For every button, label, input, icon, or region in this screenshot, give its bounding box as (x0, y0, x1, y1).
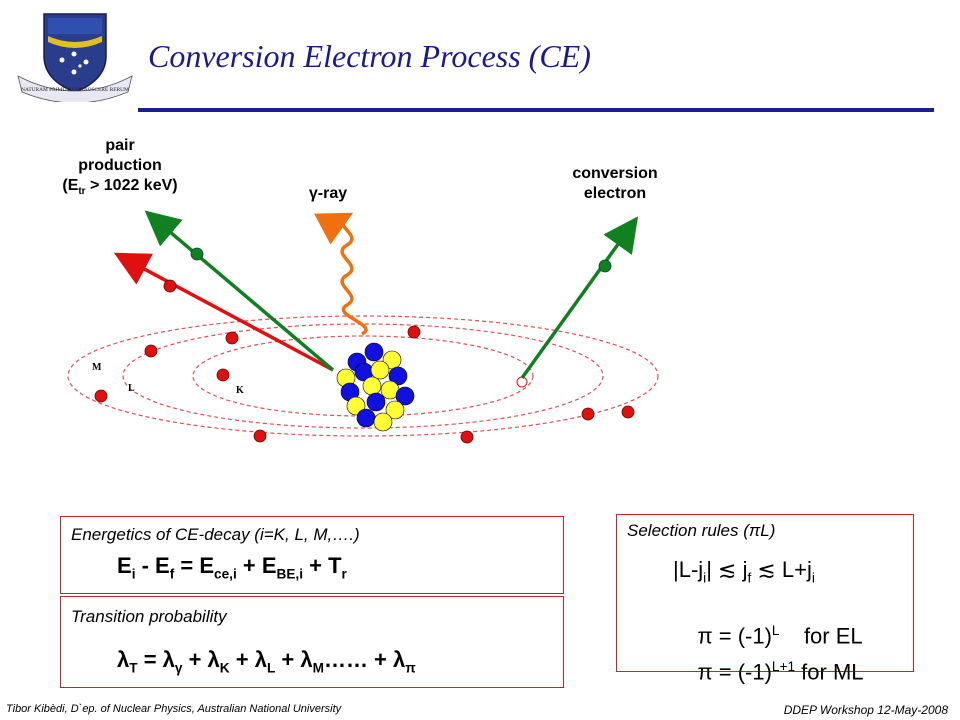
logo-motto: NATURAM PRIMUM COGNOSCERE RERUM (21, 87, 129, 93)
electron (407, 325, 421, 339)
conversion-electron-label: conversion electron (572, 165, 658, 202)
shell-label-m: M (92, 362, 102, 373)
selection-rule-ml: π = (-1)L+1 for ML (697, 659, 864, 685)
electron (94, 389, 108, 403)
proton (385, 400, 405, 420)
orbit-k (192, 335, 534, 417)
electron (581, 407, 595, 421)
gamma-ray-wave (314, 212, 368, 336)
neutron (364, 342, 384, 362)
slide-title: Conversion Electron Process (CE) (148, 38, 591, 74)
pair-production-track-red (113, 252, 334, 372)
atom-diagram-svg (67, 210, 659, 444)
conversion-electron-track (520, 216, 639, 380)
shell-label-k: K (236, 385, 244, 396)
transition-title: Transition probability (71, 607, 227, 626)
conversion-electron (598, 259, 612, 273)
electron (621, 405, 635, 419)
proton (373, 412, 393, 432)
gamma-ray-label: γ-ray (308, 185, 348, 202)
neutron (395, 386, 415, 406)
selection-rules-title: Selection rules (πL) (627, 521, 776, 540)
energetics-title: Energetics of CE-decay (i=K, L, M,….) (71, 525, 360, 544)
electron (225, 331, 239, 345)
electron (460, 430, 474, 444)
pair-production-label: pair production (Etr > 1022 keV) (62, 137, 178, 198)
electron (216, 368, 230, 382)
energetics-box: Energetics of CE-decay (i=K, L, M,….) Ei… (60, 516, 564, 594)
transition-equation: λT = λγ + λK + λL + λM…… + λπ (117, 647, 416, 676)
electron (253, 429, 267, 443)
orbit-m (67, 315, 659, 437)
orbit-l (122, 323, 604, 429)
footer-author: Tibor Kibèdi, D`ep. of Nuclear Physics, … (6, 703, 342, 715)
electron-on-track (163, 279, 177, 293)
ce-process-diagram: pair production (Etr > 1022 keV) γ-ray c… (0, 120, 960, 510)
neutron (366, 392, 386, 412)
selection-rule-el: π = (-1)L for EL (697, 623, 863, 649)
footer-event: DDEP Workshop 12-May-2008 (783, 703, 948, 717)
nucleus (336, 342, 415, 432)
energetics-equation: Ei - Ef = Ece,i + EBE,i + Tr (117, 553, 347, 582)
shell-label-l: L (128, 383, 135, 394)
proton (362, 376, 382, 396)
electron (144, 344, 158, 358)
transition-box: Transition probability λT = λγ + λK + λL… (60, 596, 564, 688)
neutron (356, 408, 376, 428)
neutron (388, 366, 408, 386)
title-divider (138, 108, 934, 112)
vacancy (516, 376, 528, 388)
university-crest-logo: NATURAM PRIMUM COGNOSCERE RERUM (14, 10, 136, 104)
pair-production-track-green (144, 210, 335, 372)
proton (346, 396, 366, 416)
proton (370, 360, 390, 380)
positron-on-track (190, 247, 204, 261)
selection-rule-angular: |L-ji| ≲ jf ≲ L+ji (673, 557, 815, 586)
selection-rules-box: Selection rules (πL) |L-ji| ≲ jf ≲ L+ji … (616, 514, 914, 684)
